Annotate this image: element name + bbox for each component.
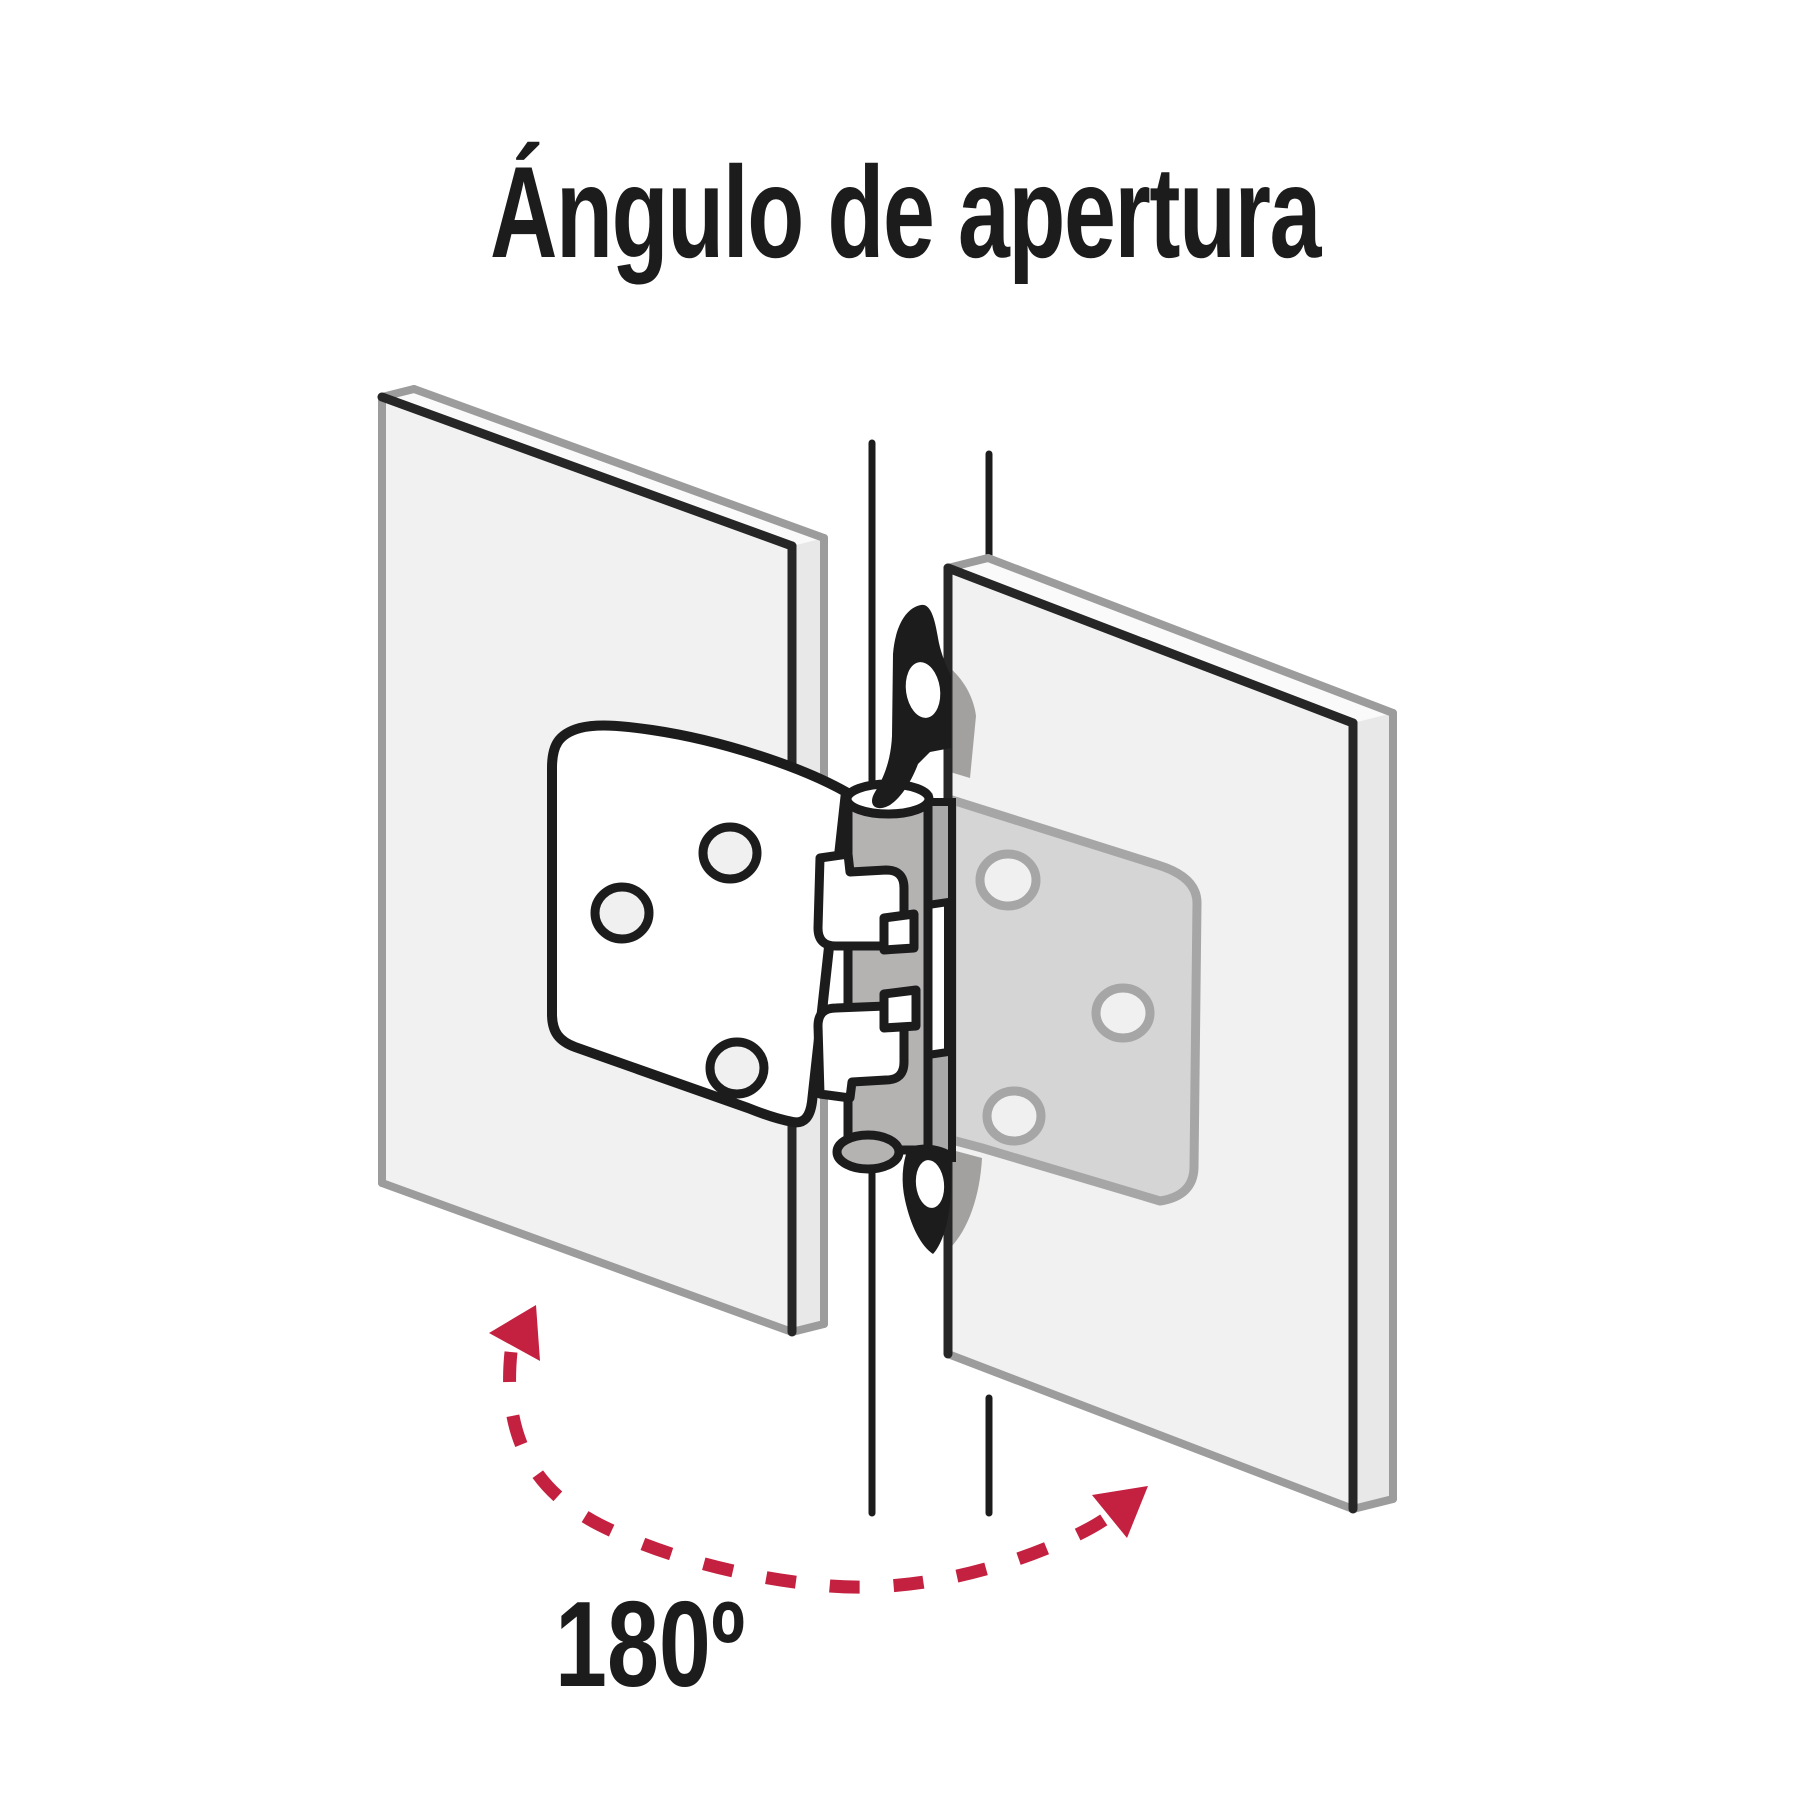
opening-angle-arc (489, 1305, 1148, 1594)
right-wing-screw-hole (1091, 983, 1155, 1043)
left-panel-top-face (382, 389, 824, 546)
top-clip-screw-hole (905, 662, 941, 718)
top-clip-shadow (950, 668, 976, 778)
arrow-head-left-icon (489, 1305, 540, 1361)
barrel-body (843, 793, 933, 1155)
right-wing-screw-hole (975, 849, 1041, 911)
knuckle-interlock-tab (879, 909, 919, 955)
right-panel-top-face (948, 558, 1393, 723)
hinge-knuckles (813, 849, 921, 1103)
dashed-arc (503, 1351, 1112, 1594)
hinge-right-wing-through-panel (947, 795, 1202, 1206)
hinge-left-wing (547, 720, 851, 1128)
right-wing-screw-hole (982, 1086, 1046, 1146)
left-wing-screw-hole (705, 1037, 769, 1099)
page-title: Ángulo de apertura (490, 139, 1323, 285)
bottom-clip-screw-hole (915, 1160, 945, 1208)
right-panel-side-face (1353, 713, 1393, 1509)
arrow-head-right-icon (1092, 1486, 1148, 1538)
barrel-bottom-cap (832, 1130, 904, 1174)
knuckle-interlock-tab (879, 985, 921, 1033)
top-spring-clip (871, 604, 951, 809)
bottom-clip-shadow (950, 1150, 982, 1248)
left-wing-screw-hole (590, 882, 654, 944)
bottom-spring-clip (902, 1144, 952, 1254)
left-wing-screw-hole (698, 822, 762, 884)
angle-value-label: 180º (555, 1576, 745, 1712)
